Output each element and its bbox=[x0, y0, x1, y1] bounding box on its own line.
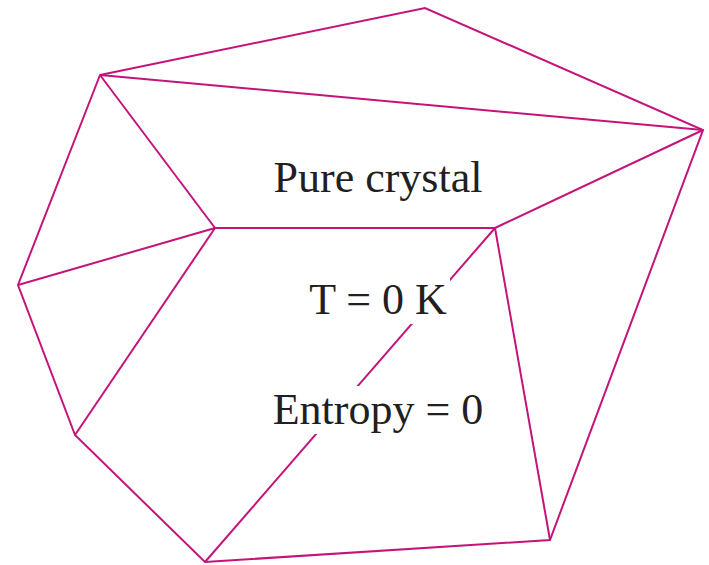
crystal-facet bbox=[205, 228, 495, 562]
crystal-label: Entropy = 0 bbox=[270, 386, 487, 434]
crystal-facet bbox=[75, 228, 215, 435]
crystal-facet bbox=[215, 227, 495, 229]
crystal-label: T = 0 K bbox=[306, 276, 450, 324]
crystal-facet bbox=[100, 75, 215, 228]
crystal-facet bbox=[100, 75, 703, 130]
crystal-facet bbox=[495, 228, 550, 540]
crystal-facet bbox=[18, 228, 215, 285]
crystal-label: Pure crystal bbox=[271, 154, 486, 202]
crystal-border bbox=[18, 8, 703, 562]
crystal-facet bbox=[495, 130, 703, 228]
